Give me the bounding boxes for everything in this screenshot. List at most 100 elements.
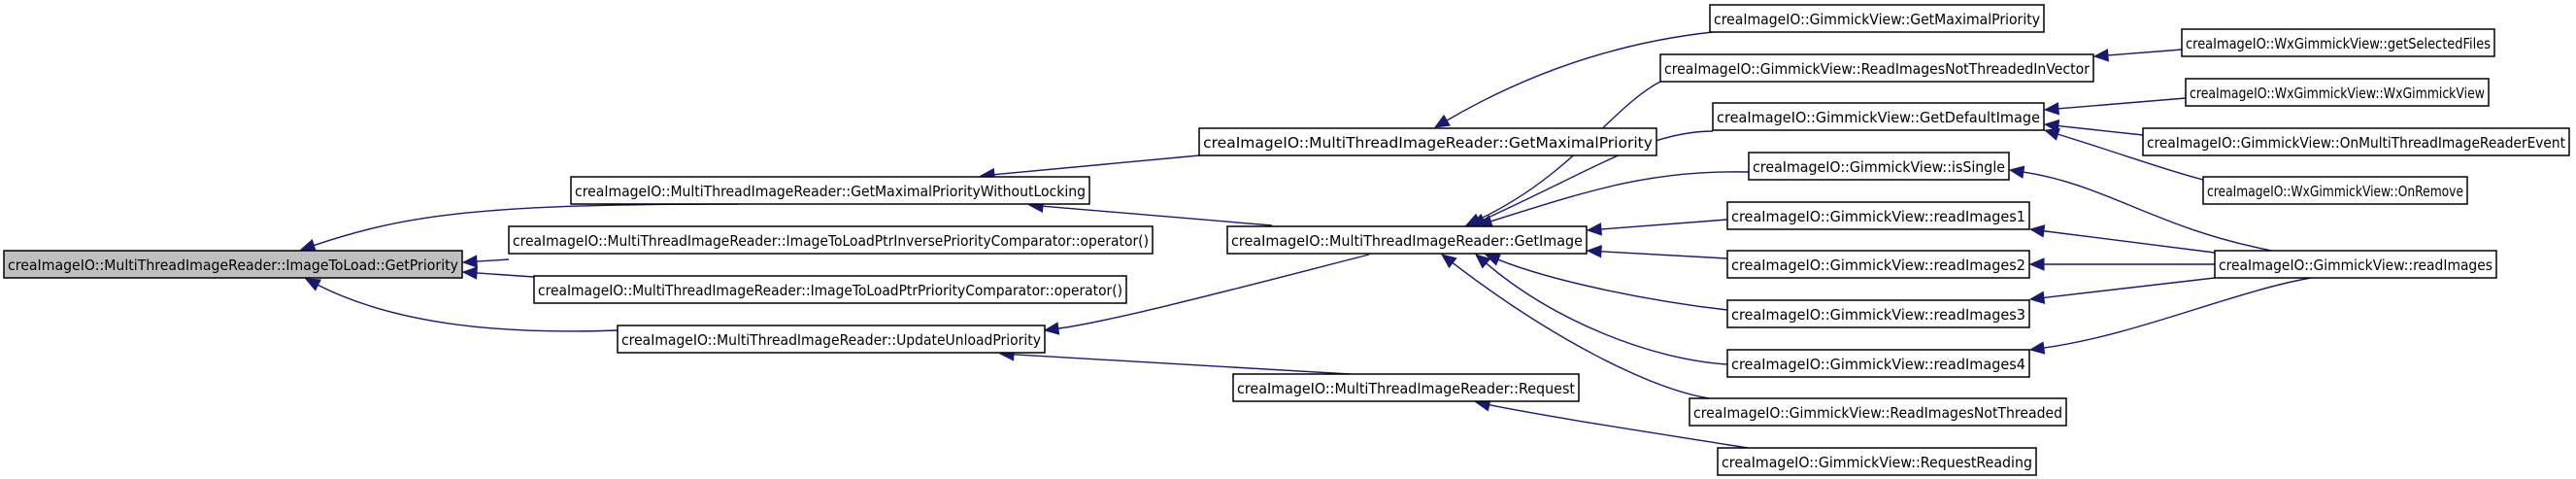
node-label: creaImageIO::GimmickView::ReadImagesNotT… (1693, 404, 2062, 422)
arrowhead-n6-to-n4 (1043, 322, 1060, 335)
arrowhead-n9-to-n5 (1433, 114, 1451, 128)
arrowhead-n22-to-n14 (2028, 291, 2046, 305)
node-label: creaImageIO::WxGimmickView::getSelectedF… (2186, 35, 2491, 52)
arrowhead-n22-to-n15 (2028, 341, 2046, 355)
node-n14[interactable]: creaImageIO::GimmickView::readImages3 (1726, 299, 2030, 328)
node-n0[interactable]: creaImageIO::MultiThreadImageReader::Ima… (3, 250, 463, 279)
node-n18[interactable]: creaImageIO::WxGimmickView::getSelectedF… (2181, 28, 2495, 57)
node-n19[interactable]: creaImageIO::WxGimmickView::WxGimmickVie… (2185, 78, 2490, 107)
node-label: creaImageIO::GimmickView::readImages2 (1731, 257, 2025, 274)
node-box[interactable] (3, 250, 463, 279)
edge-n16-to-n6 (1452, 261, 1710, 399)
edge-n14-to-n6 (1497, 258, 1728, 311)
arrowhead-n18-to-n9 (2092, 49, 2109, 62)
node-n15[interactable]: creaImageIO::GimmickView::readImages4 (1726, 349, 2030, 378)
node-n12[interactable]: creaImageIO::GimmickView::readImages1 (1726, 201, 2030, 230)
node-n8[interactable]: creaImageIO::GimmickView::GetMaximalPrio… (1709, 4, 2045, 33)
node-n7[interactable]: creaImageIO::MultiThreadImageReader::Req… (1232, 373, 1580, 402)
arrowhead-n12-to-n6 (1586, 222, 1602, 236)
node-box[interactable] (1748, 152, 2010, 181)
arrowhead-n2-to-n0 (461, 255, 478, 268)
node-box[interactable] (570, 176, 1090, 205)
node-layer: creaImageIO::MultiThreadImageReader::Ima… (3, 4, 2570, 476)
node-label: creaImageIO::MultiThreadImageReader::Get… (1231, 232, 1583, 250)
node-n16[interactable]: creaImageIO::GimmickView::ReadImagesNotT… (1689, 397, 2067, 427)
node-box[interactable] (2142, 127, 2570, 156)
edge-n17-to-n7 (1489, 404, 1749, 449)
node-box[interactable] (1726, 201, 2030, 230)
edge-n11-to-n6 (1490, 171, 1750, 222)
node-n5[interactable]: creaImageIO::MultiThreadImageReader::Get… (1198, 127, 1657, 156)
arrowhead-n1-to-n0 (299, 238, 317, 252)
node-n6[interactable]: creaImageIO::MultiThreadImageReader::Get… (1226, 225, 1588, 255)
edge-n9-to-n5 (1446, 31, 1714, 121)
arrowhead-n21-to-n10 (2043, 127, 2060, 141)
node-box[interactable] (533, 275, 1127, 304)
arrowhead-n22-to-n13 (2028, 257, 2045, 271)
node-label: creaImageIO::MultiThreadImageReader::Upd… (621, 331, 1041, 349)
edge-n15-to-n6 (1486, 262, 1728, 365)
node-label: creaImageIO::MultiThreadImageReader::Get… (1203, 134, 1653, 152)
edge-n21-to-n10 (2057, 133, 2204, 181)
node-box[interactable] (617, 325, 1046, 354)
node-label: creaImageIO::GimmickView::readImages3 (1731, 306, 2025, 324)
edge-n6-to-n1 (1042, 205, 1273, 226)
node-label: creaImageIO::GimmickView::isSingle (1753, 158, 2005, 176)
node-box[interactable] (1689, 397, 2067, 427)
node-box[interactable] (1712, 102, 2045, 131)
arrowhead-n19-to-n10 (2043, 102, 2060, 116)
node-n1[interactable]: creaImageIO::MultiThreadImageReader::Get… (570, 176, 1090, 205)
node-label: creaImageIO::GimmickView::GetMaximalPrio… (1714, 11, 2040, 28)
node-label: creaImageIO::WxGimmickView::OnRemove (2207, 183, 2463, 200)
node-label: creaImageIO::GimmickView::readImages1 (1731, 208, 2025, 225)
node-n22[interactable]: creaImageIO::GimmickView::readImages (2214, 250, 2497, 279)
arrowhead-n14-to-n6 (1484, 254, 1501, 266)
node-label: creaImageIO::MultiThreadImageReader::Get… (575, 183, 1086, 200)
node-box[interactable] (1198, 127, 1657, 156)
node-box[interactable] (1726, 299, 2030, 328)
edge-n5-to-n1 (993, 154, 1200, 176)
node-label: creaImageIO::GimmickView::ReadImagesNotT… (1664, 60, 2091, 78)
node-n21[interactable]: creaImageIO::WxGimmickView::OnRemove (2202, 176, 2468, 205)
node-label: creaImageIO::GimmickView::GetDefaultImag… (1717, 109, 2040, 126)
node-n13[interactable]: creaImageIO::GimmickView::readImages2 (1726, 250, 2030, 279)
node-box[interactable] (1717, 447, 2037, 476)
edge-n22-to-n11 (2023, 171, 2273, 252)
node-box[interactable] (1726, 250, 2030, 279)
node-box[interactable] (2214, 250, 2497, 279)
node-n10[interactable]: creaImageIO::GimmickView::GetDefaultImag… (1712, 102, 2045, 131)
node-label: creaImageIO::MultiThreadImageReader::Ima… (538, 282, 1122, 299)
arrowhead-n15-to-n6 (1475, 254, 1491, 269)
node-label: creaImageIO::GimmickView::OnMultiThreadI… (2147, 134, 2565, 152)
node-n2[interactable]: creaImageIO::MultiThreadImageReader::Ima… (508, 225, 1154, 255)
node-box[interactable] (1232, 373, 1580, 402)
node-n4[interactable]: creaImageIO::MultiThreadImageReader::Upd… (617, 325, 1046, 354)
node-label: creaImageIO::GimmickView::readImages4 (1731, 356, 2025, 373)
node-n9[interactable]: creaImageIO::GimmickView::ReadImagesNotT… (1659, 53, 2094, 83)
node-label: creaImageIO::MultiThreadImageReader::Ima… (513, 232, 1149, 250)
edge-n2-to-n0 (476, 258, 510, 262)
node-box[interactable] (1726, 349, 2030, 378)
node-box[interactable] (2181, 28, 2495, 57)
arrowhead-n22-to-n11 (2008, 165, 2025, 179)
node-n11[interactable]: creaImageIO::GimmickView::isSingle (1748, 152, 2010, 181)
node-label: creaImageIO::WxGimmickView::WxGimmickVie… (2190, 85, 2485, 102)
edge-n22-to-n15 (2043, 277, 2312, 349)
edge-n3-to-n0 (476, 272, 535, 278)
edge-n18-to-n9 (2107, 49, 2183, 56)
node-n3[interactable]: creaImageIO::MultiThreadImageReader::Ima… (533, 275, 1127, 304)
edge-n6-to-n4 (1057, 254, 1370, 329)
edge-n22-to-n14 (2043, 277, 2216, 299)
node-n17[interactable]: creaImageIO::GimmickView::RequestReading (1717, 447, 2037, 476)
node-box[interactable] (1659, 53, 2094, 83)
node-box[interactable] (1709, 4, 2045, 33)
node-label: creaImageIO::MultiThreadImageReader::Req… (1237, 380, 1575, 397)
node-box[interactable] (2202, 176, 2468, 205)
node-box[interactable] (508, 225, 1154, 255)
node-box[interactable] (1226, 225, 1588, 255)
arrowhead-n16-to-n6 (1440, 254, 1457, 269)
arrowhead-n3-to-n0 (461, 266, 478, 280)
node-box[interactable] (2185, 78, 2490, 107)
node-n20[interactable]: creaImageIO::GimmickView::OnMultiThreadI… (2142, 127, 2570, 156)
